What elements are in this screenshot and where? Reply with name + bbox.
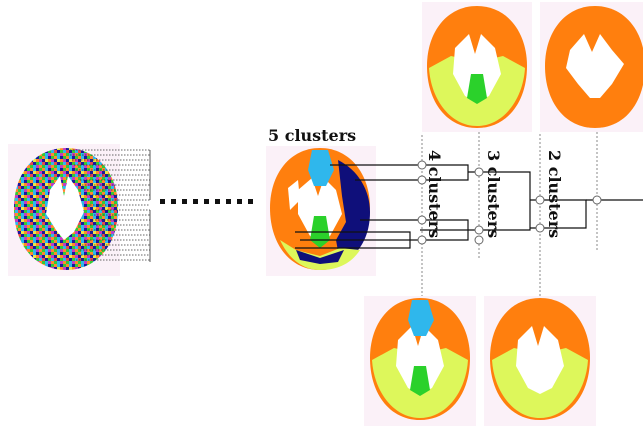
label-4-clusters: 4 clusters [425,150,444,239]
brain-2-clusters-bottom [484,296,596,426]
leaf-lines [70,149,151,262]
brain-2-clusters-top [540,2,643,132]
brain-3-clusters [422,2,532,132]
cut-lines [421,132,598,296]
brain-4-clusters [364,296,476,426]
cut-markers [417,160,602,245]
original-brain-image [8,144,120,276]
label-3-clusters: 3 clusters [484,150,503,239]
ellipsis-dots [160,199,253,204]
label-5-clusters: 5 clusters [268,126,357,145]
label-2-clusters: 2 clusters [545,150,564,239]
